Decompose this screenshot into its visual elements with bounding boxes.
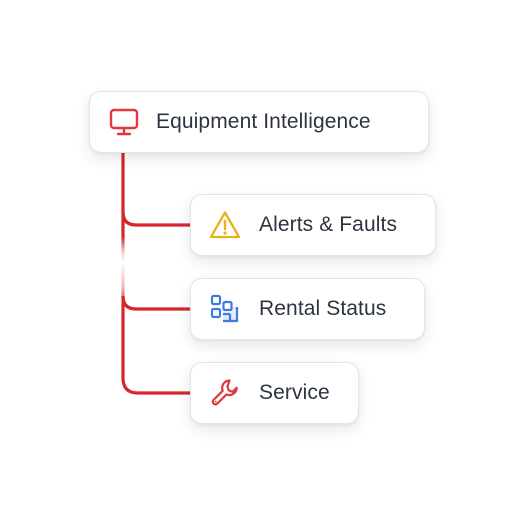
connector-branch-rental	[121, 295, 190, 311]
equipment-intelligence-node[interactable]: Equipment Intelligence	[89, 91, 429, 153]
grid-blocks-icon	[209, 293, 241, 325]
node-label: Equipment Intelligence	[156, 110, 371, 133]
alerts-faults-node[interactable]: Alerts & Faults	[190, 194, 436, 256]
wrench-icon	[209, 377, 241, 409]
node-label: Alerts & Faults	[259, 213, 398, 236]
service-node[interactable]: Service	[190, 362, 359, 424]
warning-triangle-icon	[209, 209, 241, 241]
connector-trunk	[121, 151, 192, 395]
node-label: Rental Status	[259, 297, 387, 320]
connector-branch-alerts	[121, 211, 190, 227]
rental-status-node[interactable]: Rental Status	[190, 278, 425, 340]
node-label: Service	[259, 381, 330, 404]
monitor-icon	[108, 106, 140, 138]
